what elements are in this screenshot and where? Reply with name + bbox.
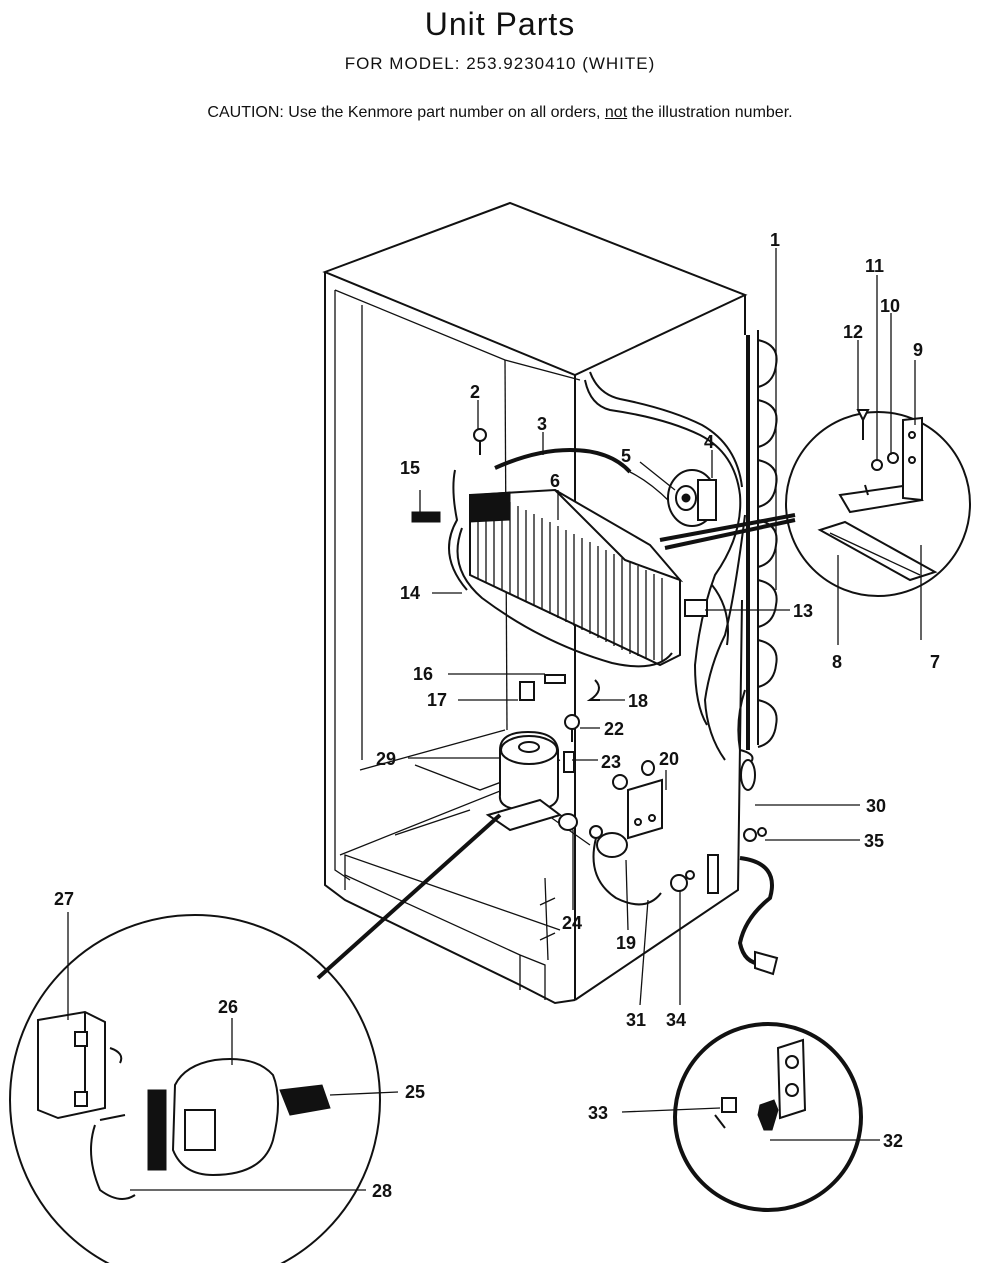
callout-11: 11: [865, 256, 884, 276]
callout-12: 12: [843, 322, 863, 342]
callout-9: 9: [913, 340, 923, 360]
caution-note: CAUTION: Use the Kenmore part number on …: [0, 104, 1000, 122]
callout-22: 22: [604, 719, 624, 739]
detail-circle-outlet: [673, 1022, 863, 1212]
callout-32: 32: [883, 1131, 903, 1151]
detail-circle-relay: [9, 813, 502, 1263]
cabinet: [322, 201, 748, 1005]
callout-30: 30: [866, 796, 886, 816]
callout-35: 35: [864, 831, 884, 851]
callout-2: 2: [470, 382, 480, 402]
callout-26: 26: [218, 997, 238, 1017]
callout-4: 4: [704, 432, 714, 452]
fan-motor: [667, 469, 717, 527]
callout-17: 17: [427, 690, 447, 710]
callout-16: 16: [413, 664, 433, 684]
callout-33: 33: [588, 1103, 608, 1123]
caution-text: CAUTION: Use the Kenmore part number on …: [207, 104, 605, 121]
callout-20: 20: [659, 749, 679, 769]
model-number: FOR MODEL: 253.9230410 (WHITE): [344, 54, 656, 73]
callout-28: 28: [372, 1181, 392, 1201]
leader-lines: [67, 248, 922, 1191]
callout-29: 29: [376, 749, 396, 769]
condenser-coil: [737, 330, 778, 766]
callout-10: 10: [880, 296, 900, 316]
suction-tube: [494, 447, 632, 474]
callout-1: 1: [770, 230, 780, 250]
callout-34: 34: [666, 1010, 686, 1030]
caution-text-end: the illustration number.: [627, 104, 793, 121]
callout-13: 13: [793, 601, 813, 621]
caution-emphasis: not: [604, 104, 628, 121]
callout-15: 15: [400, 458, 420, 478]
callout-numbers: 1 2 3 4 5 6 7 8 9 10 11 12 13 14 15 16 1…: [54, 230, 940, 1201]
small-parts-lower: [589, 759, 779, 976]
callout-19: 19: [616, 933, 636, 953]
callout-14: 14: [400, 583, 420, 603]
detail-circle-bracket: [659, 409, 971, 597]
callout-31: 31: [626, 1010, 646, 1030]
callout-27: 27: [54, 889, 74, 909]
page-title: Unit Parts: [424, 6, 576, 42]
callout-6: 6: [550, 471, 560, 491]
compressor: [485, 730, 655, 832]
evaporator: [456, 488, 684, 668]
callout-7: 7: [930, 652, 940, 672]
callout-3: 3: [537, 414, 547, 434]
small-parts-upper: [411, 428, 708, 742]
callout-18: 18: [628, 691, 648, 711]
callout-23: 23: [601, 752, 621, 772]
callout-8: 8: [832, 652, 842, 672]
callout-25: 25: [405, 1082, 425, 1102]
tube-end: [629, 471, 671, 503]
callout-24: 24: [562, 913, 582, 933]
callout-5: 5: [621, 446, 631, 466]
refrigerant-tubing: [584, 371, 746, 761]
